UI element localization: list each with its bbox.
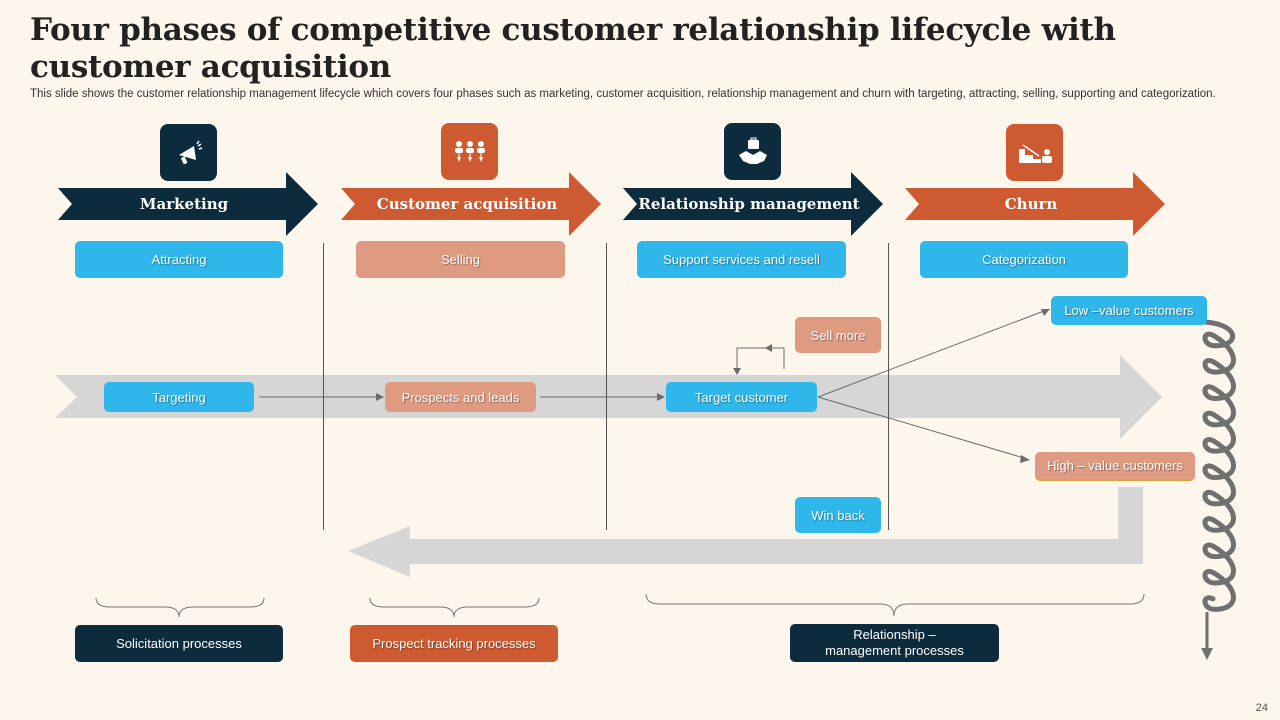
phase-churn: Churn <box>905 172 1165 236</box>
phase-label: Churn <box>1004 195 1058 213</box>
flow-targeting: Targeting <box>104 382 254 412</box>
phase-customer-acquisition: Customer acquisition <box>341 172 601 236</box>
process-solicitation: Solicitation processes <box>75 625 283 662</box>
connector-target-high <box>817 396 1025 459</box>
page-subtitle: This slide shows the customer relationsh… <box>30 88 1216 100</box>
sell-more-loop <box>736 347 785 370</box>
flow-target-customer: Target customer <box>666 382 817 412</box>
activity-support: Support services and resell <box>637 241 846 278</box>
megaphone-icon <box>160 124 217 181</box>
phase-relationship-management: Relationship management <box>623 172 883 236</box>
churn-spiral <box>1202 319 1236 612</box>
process-relationship-management: Relationship – management processes <box>790 624 999 662</box>
flow-win-back: Win back <box>795 497 881 533</box>
process-prospect-tracking: Prospect tracking processes <box>350 625 558 662</box>
flow-prospects-leads: Prospects and leads <box>385 382 536 412</box>
page-title: Four phases of competitive customer rela… <box>30 12 1116 85</box>
activity-selling: Selling <box>356 241 565 278</box>
process-line: Relationship – <box>853 627 936 642</box>
return-flow-arrow <box>348 487 1143 577</box>
page-number: 24 <box>1255 702 1268 714</box>
handshake-briefcase-icon <box>724 123 781 180</box>
process-line: management processes <box>825 643 964 658</box>
brace-solicitation <box>95 597 265 618</box>
phase-label: Marketing <box>139 195 229 213</box>
activity-categorization: Categorization <box>920 241 1128 278</box>
connector-target-low <box>817 310 1045 398</box>
phase-marketing: Marketing <box>58 172 318 236</box>
brace-prospect <box>369 597 540 618</box>
phase-label: Customer acquisition <box>376 195 558 213</box>
divider-line <box>888 243 889 530</box>
flow-low-value-customers: Low –value customers <box>1051 296 1207 325</box>
divider-line <box>323 243 324 530</box>
activity-attracting: Attracting <box>75 241 283 278</box>
decline-stairs-person-icon <box>1006 124 1063 181</box>
brace-relationship <box>645 593 1145 617</box>
flow-high-value-customers: High – value customers <box>1035 452 1195 481</box>
spiral-arrowhead <box>1201 648 1213 660</box>
people-funnel-icon <box>441 123 498 180</box>
divider-line <box>606 243 607 530</box>
phase-label: Relationship management <box>638 195 860 213</box>
flow-sell-more: Sell more <box>795 317 881 353</box>
